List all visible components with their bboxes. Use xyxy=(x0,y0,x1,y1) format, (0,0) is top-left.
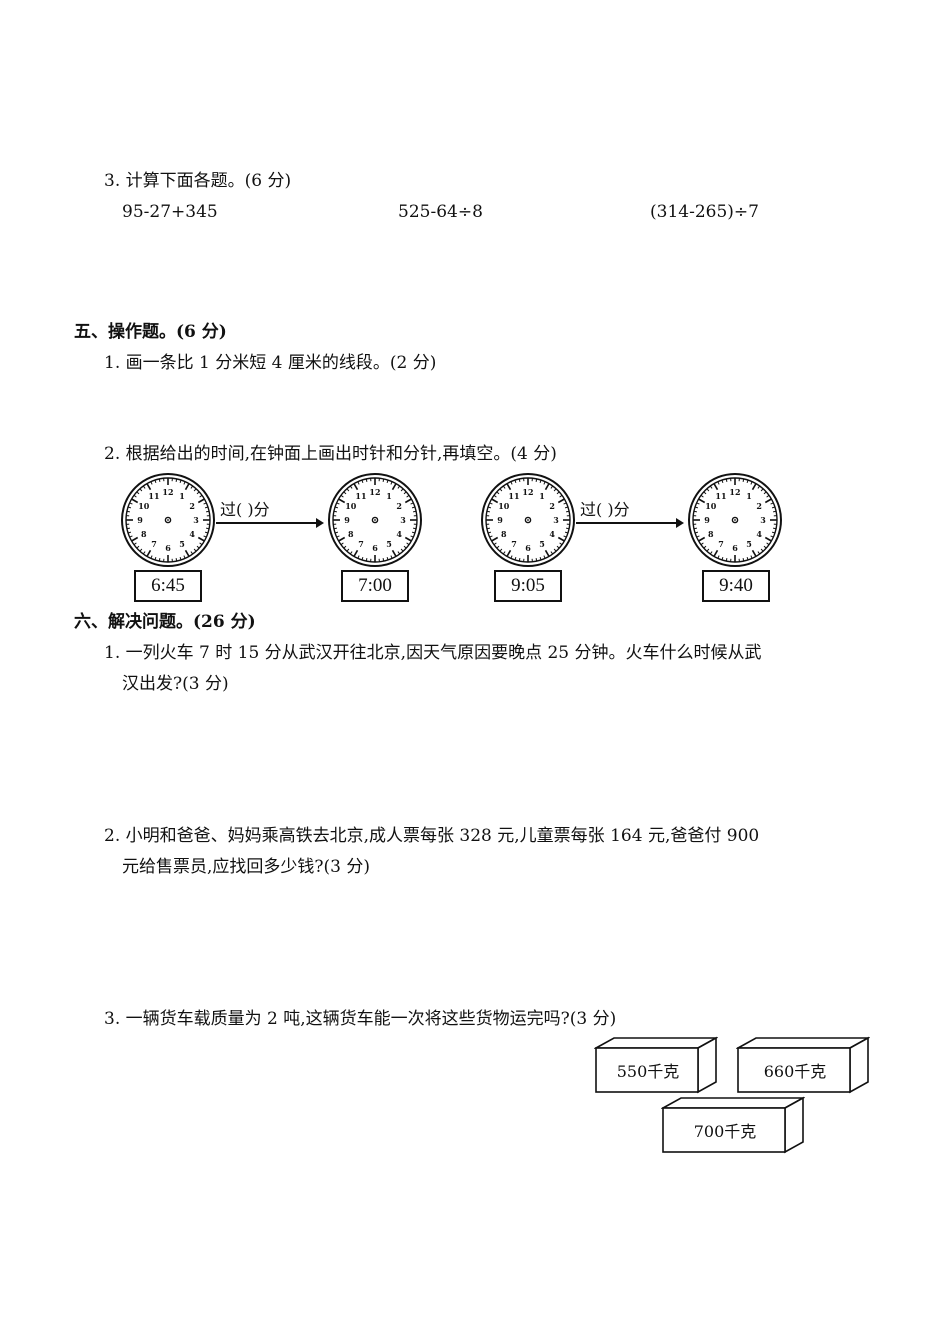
crate-label-550: 550千克 xyxy=(616,1062,680,1081)
svg-text:9: 9 xyxy=(137,515,143,525)
svg-text:4: 4 xyxy=(756,529,762,539)
svg-text:6: 6 xyxy=(732,543,738,553)
expression-2: 525-64÷8 xyxy=(398,202,483,222)
svg-text:4: 4 xyxy=(396,529,402,539)
time-box-3: 9:05 xyxy=(494,570,562,602)
time-box-2: 7:00 xyxy=(341,570,409,602)
expression-1: 95-27+345 xyxy=(122,202,218,222)
svg-text:3: 3 xyxy=(193,515,199,525)
svg-text:8: 8 xyxy=(501,529,507,539)
expression-3: (314-265)÷7 xyxy=(650,202,759,222)
crate-700kg xyxy=(661,1096,805,1154)
crate-660kg xyxy=(736,1036,870,1094)
arrow-label-2: 过( )分 xyxy=(580,500,630,519)
time-box-4: 9:40 xyxy=(702,570,770,602)
svg-text:5: 5 xyxy=(386,539,392,549)
svg-text:10: 10 xyxy=(705,501,717,511)
svg-text:2: 2 xyxy=(549,501,555,511)
svg-text:1: 1 xyxy=(179,491,185,501)
svg-text:3: 3 xyxy=(553,515,559,525)
svg-text:7: 7 xyxy=(358,539,364,549)
svg-text:11: 11 xyxy=(148,491,159,501)
arrow-label-1: 过( )分 xyxy=(220,500,270,519)
truck-question: 3. 一辆货车载质量为 2 吨,这辆货车能一次将这些货物运完吗?(3 分) xyxy=(104,1009,617,1029)
svg-text:11: 11 xyxy=(355,491,366,501)
svg-text:3: 3 xyxy=(400,515,406,525)
arrow-1 xyxy=(216,518,324,528)
svg-text:10: 10 xyxy=(345,501,357,511)
svg-text:4: 4 xyxy=(189,529,195,539)
svg-text:7: 7 xyxy=(718,539,724,549)
svg-text:2: 2 xyxy=(396,501,402,511)
svg-text:5: 5 xyxy=(746,539,752,549)
svg-text:7: 7 xyxy=(511,539,517,549)
section5-heading: 五、操作题。(6 分) xyxy=(74,322,227,342)
svg-text:12: 12 xyxy=(729,487,740,497)
svg-text:5: 5 xyxy=(539,539,545,549)
svg-text:6: 6 xyxy=(525,543,531,553)
svg-text:8: 8 xyxy=(141,529,147,539)
svg-text:12: 12 xyxy=(522,487,533,497)
svg-text:9: 9 xyxy=(704,515,710,525)
svg-text:4: 4 xyxy=(549,529,555,539)
svg-text:5: 5 xyxy=(179,539,185,549)
crate-550kg xyxy=(594,1036,718,1094)
draw-line-question: 1. 画一条比 1 分米短 4 厘米的线段。(2 分) xyxy=(104,353,437,373)
clock-question: 2. 根据给出的时间,在钟面上画出时针和分针,再填空。(4 分) xyxy=(104,444,557,464)
ticket-question-line2: 元给售票员,应找回多少钱?(3 分) xyxy=(122,857,371,877)
svg-text:10: 10 xyxy=(138,501,150,511)
crate-label-660: 660千克 xyxy=(763,1062,827,1081)
svg-text:10: 10 xyxy=(498,501,510,511)
arrow-2 xyxy=(576,518,684,528)
svg-text:12: 12 xyxy=(369,487,380,497)
svg-text:11: 11 xyxy=(715,491,726,501)
svg-text:9: 9 xyxy=(497,515,503,525)
svg-text:1: 1 xyxy=(539,491,545,501)
train-question-line2: 汉出发?(3 分) xyxy=(122,674,229,694)
svg-text:8: 8 xyxy=(348,529,354,539)
svg-text:2: 2 xyxy=(189,501,195,511)
svg-text:1: 1 xyxy=(386,491,392,501)
svg-text:2: 2 xyxy=(756,501,762,511)
svg-text:9: 9 xyxy=(344,515,350,525)
calc-question-title: 3. 计算下面各题。(6 分) xyxy=(104,171,292,191)
svg-text:7: 7 xyxy=(151,539,157,549)
svg-text:6: 6 xyxy=(165,543,171,553)
svg-text:8: 8 xyxy=(708,529,714,539)
svg-text:12: 12 xyxy=(162,487,173,497)
section6-heading: 六、解决问题。(26 分) xyxy=(74,612,256,632)
ticket-question-line1: 2. 小明和爸爸、妈妈乘高铁去北京,成人票每张 328 元,儿童票每张 164 … xyxy=(104,826,760,846)
svg-text:11: 11 xyxy=(508,491,519,501)
svg-text:1: 1 xyxy=(746,491,752,501)
svg-text:3: 3 xyxy=(760,515,766,525)
time-box-1: 6:45 xyxy=(134,570,202,602)
crate-label-700: 700千克 xyxy=(693,1122,757,1141)
svg-text:6: 6 xyxy=(372,543,378,553)
train-question-line1: 1. 一列火车 7 时 15 分从武汉开往北京,因天气原因要晚点 25 分钟。火… xyxy=(104,643,762,663)
